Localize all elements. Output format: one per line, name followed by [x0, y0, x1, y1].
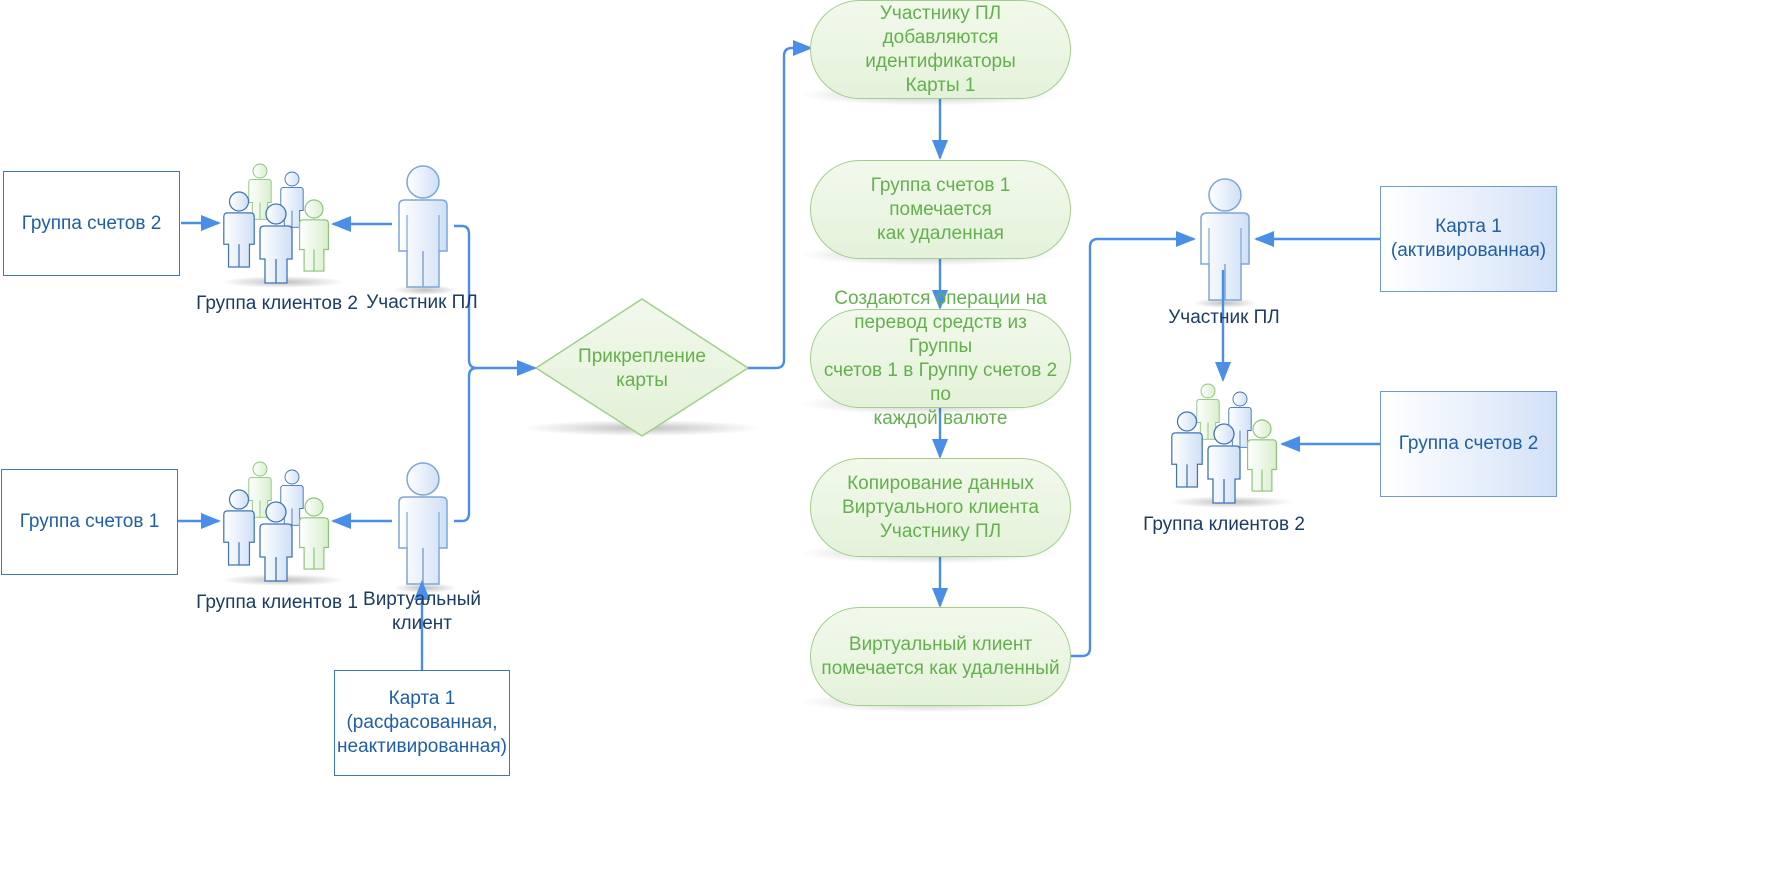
step-3-line-2: перевод средств из Группы	[854, 311, 1027, 357]
client-group-2-right-label: Группа клиентов 2	[1143, 514, 1305, 535]
accounts-group-2-label: Группа счетов 2	[21, 212, 162, 234]
client-group-2-label: Группа клиентов 2	[196, 293, 358, 314]
step-3-line-1: Создаются операции на	[834, 287, 1047, 309]
accounts-group-2-right-box: Группа счетов 2	[1373, 391, 1557, 510]
step-4-line-3: Участнику ПЛ	[879, 520, 1002, 542]
decision-diamond	[534, 298, 750, 437]
accounts-group-1-box: Группа счетов 1	[1, 469, 178, 575]
step-2-line-1: Группа счетов 1 помечается	[870, 174, 1011, 220]
connector-step5-to-participant	[1071, 231, 1196, 658]
step-4-line-2: Виртуального клиента	[842, 496, 1039, 518]
participant-left-icon	[393, 165, 457, 295]
step-3-line-4: каждой валюте	[873, 407, 1008, 429]
card-line-3: неактивированная)	[337, 736, 507, 757]
decision-label-line-1: Прикрепление	[578, 346, 706, 367]
client-group-1-left-icon	[221, 462, 345, 586]
virtual-client-label: Виртуальный клиент	[360, 588, 484, 636]
accounts-group-1-label: Группа счетов 1	[19, 511, 160, 532]
step-4: Копирование данных Виртуального клиента …	[810, 458, 1071, 557]
connector-decision-to-step1	[748, 40, 813, 370]
step-1: Участнику ПЛ добавляются идентификаторы …	[810, 0, 1071, 99]
participant-right-icon	[1193, 178, 1257, 308]
step-3: Создаются операции на перевод средств из…	[810, 288, 1071, 429]
accounts-group-2-right-label: Группа счетов 2	[1398, 433, 1539, 454]
step-1-line-2: идентификаторы	[865, 50, 1016, 72]
virtual-client-icon	[393, 462, 457, 593]
card-unactivated-box: Карта 1 (расфасованная, неактивированная…	[334, 670, 510, 776]
participant-label-right: Участник ПЛ	[1168, 307, 1280, 328]
card-line-1: Карта 1	[388, 688, 456, 709]
step-1-line-1: Участнику ПЛ добавляются	[879, 2, 1002, 48]
step-5-line-2: помечается как удаленный	[821, 657, 1060, 679]
step-5-line-1: Виртуальный клиент	[848, 633, 1033, 655]
participant-label-left: Участник ПЛ	[366, 292, 478, 313]
step-2: Группа счетов 1 помечается как удаленная	[810, 160, 1071, 259]
card-line-2: (расфасованная,	[346, 712, 498, 733]
connector-virtual-to-decision	[454, 366, 478, 523]
accounts-group-2-box: Группа счетов 2	[3, 171, 180, 276]
step-2-line-2: как удаленная	[877, 222, 1004, 244]
virtual-client-label-line-1: Виртуальный	[363, 589, 481, 610]
card-activated-box: Карта 1 (активированная)	[1373, 186, 1557, 305]
step-3-line-3: счетов 1 в Группу счетов 2 по	[823, 359, 1058, 405]
step-1-line-3: Карты 1	[905, 74, 976, 96]
client-group-2-left-icon	[221, 164, 345, 288]
client-group-1-label: Группа клиентов 1	[196, 592, 358, 613]
decision-label: Прикрепление карты	[572, 345, 712, 393]
card-activated-line-2: (активированная)	[1390, 240, 1547, 261]
step-5: Виртуальный клиент помечается как удален…	[810, 607, 1071, 706]
step-4-line-1: Копирование данных	[847, 472, 1034, 494]
card-activated-line-1: Карта 1	[1435, 216, 1502, 237]
virtual-client-label-line-2: клиент	[392, 613, 452, 634]
client-group-2-right-icon	[1169, 384, 1293, 508]
decision-label-line-2: карты	[616, 370, 668, 391]
